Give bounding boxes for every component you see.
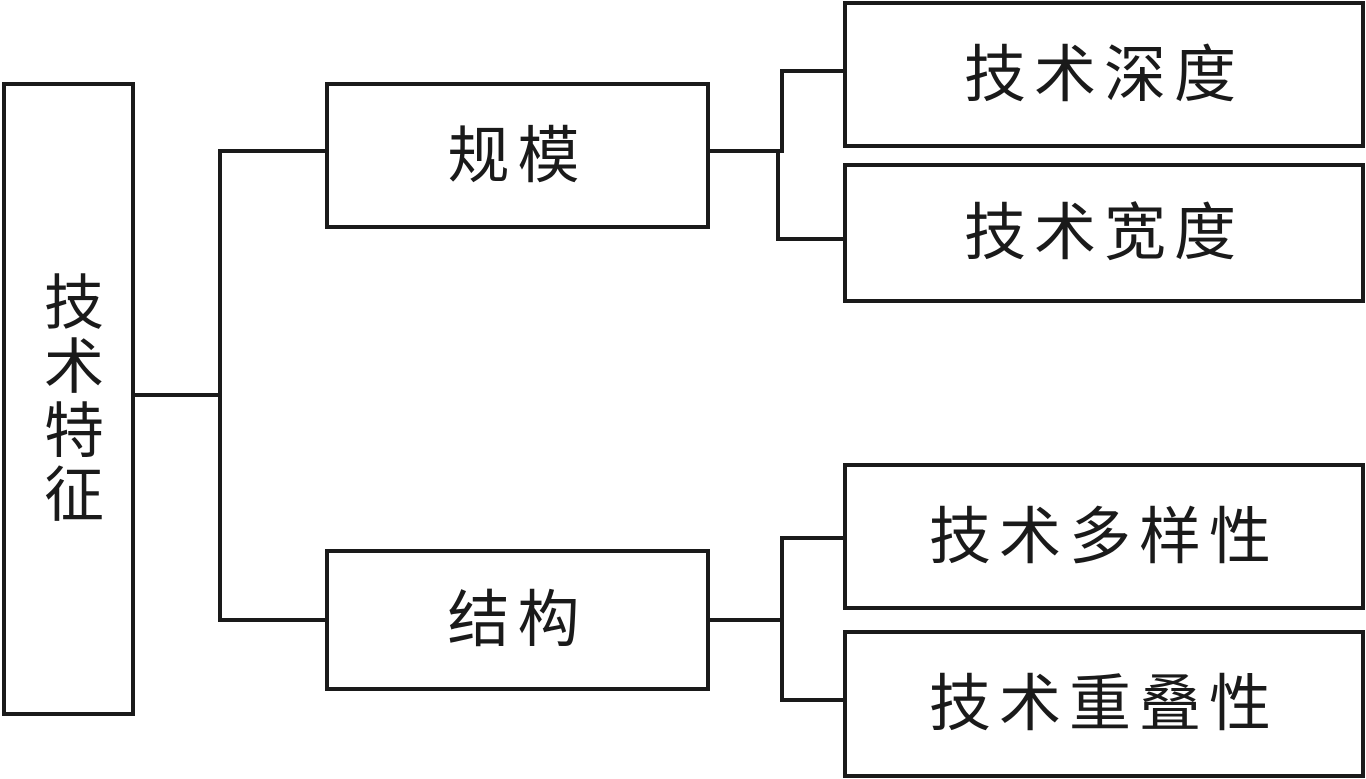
leaf-node-tech-overlap-label: 技术重叠性 <box>928 667 1279 740</box>
branch-node-structure: 结构 <box>325 549 710 691</box>
leaf-node-tech-depth: 技术深度 <box>843 1 1365 148</box>
root-node-label: 技术特征 <box>33 271 104 527</box>
leaf-node-tech-breadth-label: 技术宽度 <box>963 196 1244 269</box>
branch-node-scale-label: 规模 <box>447 118 588 192</box>
leaf-node-tech-diversity: 技术多样性 <box>843 463 1365 610</box>
leaf-node-tech-depth-label: 技术深度 <box>963 37 1244 111</box>
leaf-node-tech-diversity-label: 技术多样性 <box>928 499 1279 573</box>
branch-node-scale: 规模 <box>325 82 710 229</box>
root-node: 技术特征 <box>2 82 135 716</box>
leaf-node-tech-overlap: 技术重叠性 <box>843 630 1365 778</box>
leaf-node-tech-breadth: 技术宽度 <box>843 163 1365 303</box>
branch-node-structure-label: 结构 <box>447 583 588 656</box>
